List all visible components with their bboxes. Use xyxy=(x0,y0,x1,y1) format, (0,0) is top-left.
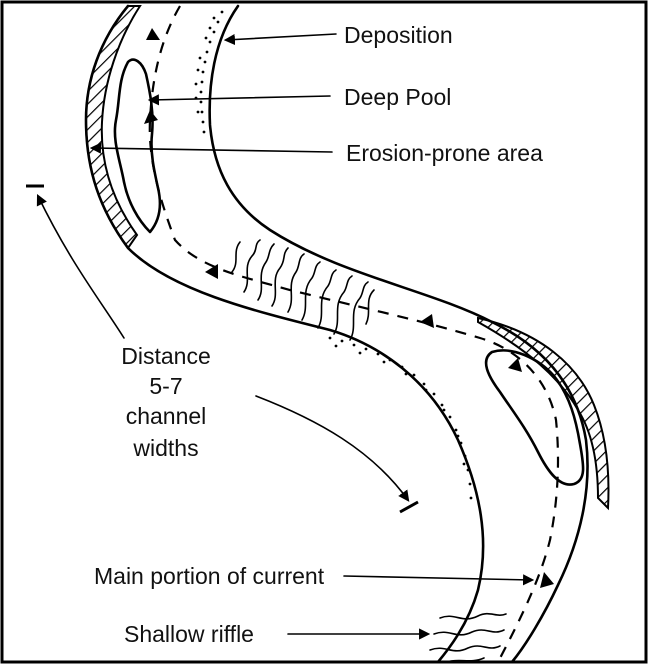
deep-pool-arrow xyxy=(150,96,330,100)
main-current-label: Main portion of current xyxy=(94,563,325,589)
main-current-arrow xyxy=(344,576,532,580)
deep-pool-label: Deep Pool xyxy=(344,84,451,110)
erosion-label: Erosion-prone area xyxy=(346,140,543,166)
riffle-marks-bottom xyxy=(430,614,506,662)
deposition-arrow xyxy=(226,34,336,40)
current-arrows xyxy=(144,28,554,588)
distance-label-line2: 5-7 xyxy=(149,373,182,399)
distance-label-line3: channel xyxy=(126,403,207,429)
riffle-marks-middle xyxy=(232,240,374,340)
distance-arrow-down xyxy=(256,396,408,500)
deposition-label: Deposition xyxy=(344,22,453,48)
erosion-arrow xyxy=(92,148,332,152)
shallow-riffle-label: Shallow riffle xyxy=(124,621,254,647)
deposition-stipple-lower xyxy=(329,337,473,500)
distance-label-line4: widths xyxy=(132,435,198,461)
distance-bar-bottom xyxy=(400,502,418,512)
erosion-zone-upper xyxy=(86,6,140,248)
erosion-zone-lower xyxy=(478,318,608,508)
distance-label-line1: Distance xyxy=(121,343,210,369)
